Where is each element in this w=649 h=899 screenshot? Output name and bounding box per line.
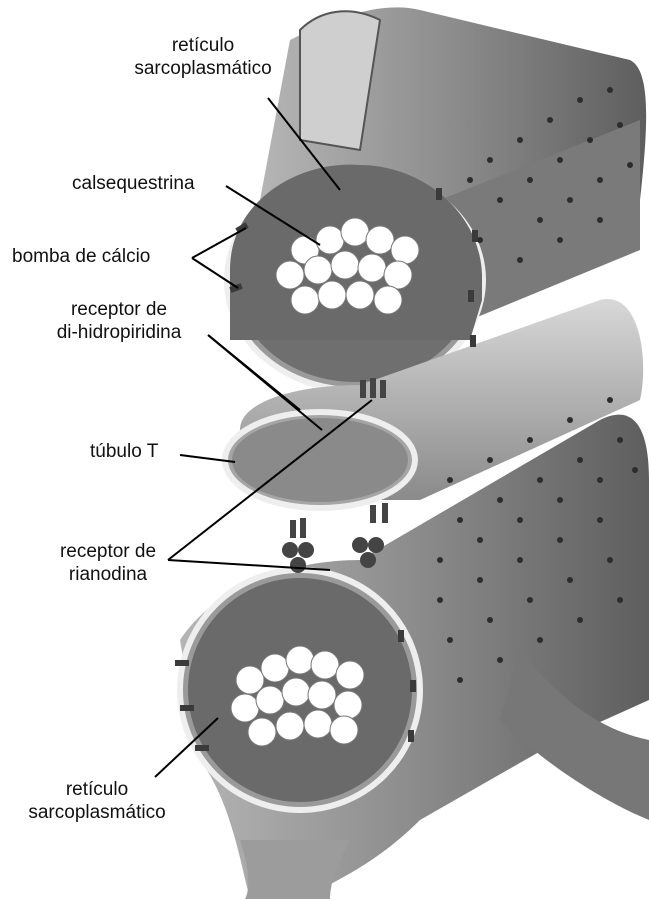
label-reticulo-bottom-line2: sarcoplasmático: [12, 801, 182, 824]
label-dhp-line1: receptor de: [24, 298, 214, 321]
label-reticulo-bottom-line1: retículo: [12, 778, 182, 801]
label-reticulo-top-line1: retículo: [128, 34, 278, 57]
label-dhp-receptor: receptor de di-hidropiridina: [24, 298, 214, 344]
label-reticulo-top: retículo sarcoplasmático: [128, 34, 278, 80]
label-bomba-calcio: bomba de cálcio: [12, 245, 150, 268]
label-reticulo-bottom: retículo sarcoplasmático: [12, 778, 182, 824]
label-calsequestrina: calsequestrina: [72, 172, 195, 195]
label-rya-line1: receptor de: [38, 540, 178, 563]
label-tubulo-t: túbulo T: [90, 440, 158, 463]
label-rya-line2: rianodina: [38, 563, 178, 586]
label-reticulo-top-line2: sarcoplasmático: [128, 57, 278, 80]
label-ryanodine-receptor: receptor de rianodina: [38, 540, 178, 586]
label-dhp-line2: di-hidropiridina: [24, 321, 214, 344]
